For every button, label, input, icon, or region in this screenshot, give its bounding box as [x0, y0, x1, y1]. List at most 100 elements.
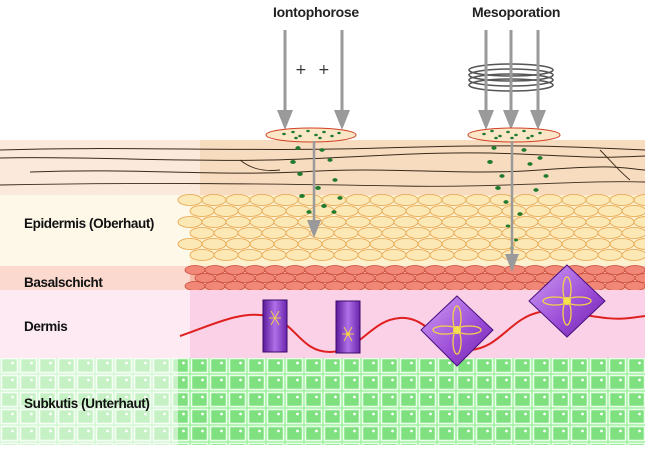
- epidermis-cell: [633, 238, 645, 250]
- particle: [298, 134, 302, 138]
- epidermis-cell: [273, 194, 299, 206]
- basal-cell: [594, 273, 616, 283]
- epidermis-cell: [393, 238, 419, 250]
- epidermis-cell: [309, 249, 335, 261]
- basal-cell: [304, 281, 326, 291]
- basal-cell: [404, 281, 426, 291]
- epidermis-cell: [273, 216, 299, 228]
- basal-cell: [614, 273, 636, 283]
- basal-cell: [274, 273, 296, 283]
- basal-cell: [634, 273, 645, 283]
- particle: [505, 224, 511, 228]
- basal-cell: [194, 273, 216, 283]
- epidermis-cell: [501, 205, 527, 217]
- iontophorese-penetration-arrow: [307, 141, 321, 238]
- basal-cell: [624, 281, 645, 291]
- dermis-cell-rect-1: [262, 299, 288, 353]
- epidermis-cell: [453, 249, 479, 261]
- basal-cell: [444, 265, 466, 275]
- epidermis-cell: [549, 205, 575, 217]
- epidermis-cell: [441, 216, 467, 228]
- epidermis-cell: [465, 238, 491, 250]
- particle: [522, 129, 526, 133]
- epidermis-cell: [357, 205, 383, 217]
- epidermis-cell: [213, 205, 239, 217]
- basal-cell: [384, 265, 406, 275]
- label-subcutis: Subkutis (Unterhaut): [24, 396, 150, 411]
- basal-cell: [294, 273, 316, 283]
- epidermis-cell: [609, 194, 635, 206]
- basal-cell: [284, 265, 306, 275]
- epidermis-cell: [237, 227, 263, 239]
- epidermis-cell: [297, 238, 323, 250]
- particle: [321, 204, 327, 208]
- basal-cell: [234, 273, 256, 283]
- basal-cell: [214, 273, 236, 283]
- basal-cell: [454, 273, 476, 283]
- epidermis-cell: [453, 227, 479, 239]
- iontophorese-patch: [265, 127, 357, 143]
- particle: [495, 186, 501, 190]
- basal-cell: [484, 281, 506, 291]
- basal-cell: [344, 281, 366, 291]
- epidermis-cell: [549, 227, 575, 239]
- epidermis-cell: [321, 238, 347, 250]
- epidermis-cell: [561, 194, 587, 206]
- epidermis-cell: [429, 249, 455, 261]
- mesoporation-title: Mesoporation: [472, 4, 561, 20]
- particle: [331, 210, 337, 214]
- basal-cell: [264, 281, 286, 291]
- epidermis-cell: [537, 238, 563, 250]
- epidermis-cell: [213, 249, 239, 261]
- particle: [491, 146, 497, 150]
- epidermis-cell: [177, 216, 203, 228]
- particle: [282, 132, 286, 136]
- particle: [337, 196, 343, 200]
- label-dermis: Dermis: [24, 319, 68, 334]
- epidermis-cell: [561, 238, 587, 250]
- epidermis-cell: [273, 238, 299, 250]
- epidermis-cell: [237, 249, 263, 261]
- epidermis-cell: [465, 194, 491, 206]
- particle: [322, 130, 326, 134]
- epidermis-cell: [549, 249, 575, 261]
- basal-cell: [604, 265, 626, 275]
- basal-cell: [184, 281, 206, 291]
- epidermis-cell: [561, 216, 587, 228]
- particle: [330, 134, 334, 138]
- particle: [315, 186, 321, 190]
- epidermis-cell: [537, 216, 563, 228]
- epidermis-cell: [357, 249, 383, 261]
- basal-cell: [604, 281, 626, 291]
- particle: [332, 178, 338, 182]
- basal-cell: [204, 265, 226, 275]
- mesoporation-patch: [467, 127, 561, 143]
- particle: [533, 188, 539, 192]
- particle: [538, 131, 542, 135]
- particle: [319, 148, 325, 152]
- particle: [337, 131, 341, 135]
- epidermis-cell: [345, 238, 371, 250]
- basal-cell: [434, 273, 456, 283]
- epidermis-cell: [597, 205, 623, 217]
- subcutis-layer: [0, 358, 645, 445]
- epidermis-cell: [189, 249, 215, 261]
- epidermis-cell: [573, 227, 599, 239]
- epidermis-cell: [321, 216, 347, 228]
- basal-cell: [504, 281, 526, 291]
- epidermis-cell: [369, 216, 395, 228]
- basal-cell: [624, 265, 645, 275]
- particle: [294, 136, 298, 140]
- epidermis-cell: [261, 227, 287, 239]
- particle: [498, 134, 502, 138]
- epidermis-cell: [405, 249, 431, 261]
- epidermis-cell: [345, 216, 371, 228]
- epidermis-cell: [573, 205, 599, 217]
- epidermis-cell: [249, 216, 275, 228]
- epidermis-cell: [465, 216, 491, 228]
- particle: [543, 174, 549, 178]
- basal-cell: [244, 281, 266, 291]
- iontophorese-title: Iontophorose: [273, 4, 359, 20]
- particle: [514, 133, 518, 137]
- dermis-cell-rect-2: [335, 300, 361, 354]
